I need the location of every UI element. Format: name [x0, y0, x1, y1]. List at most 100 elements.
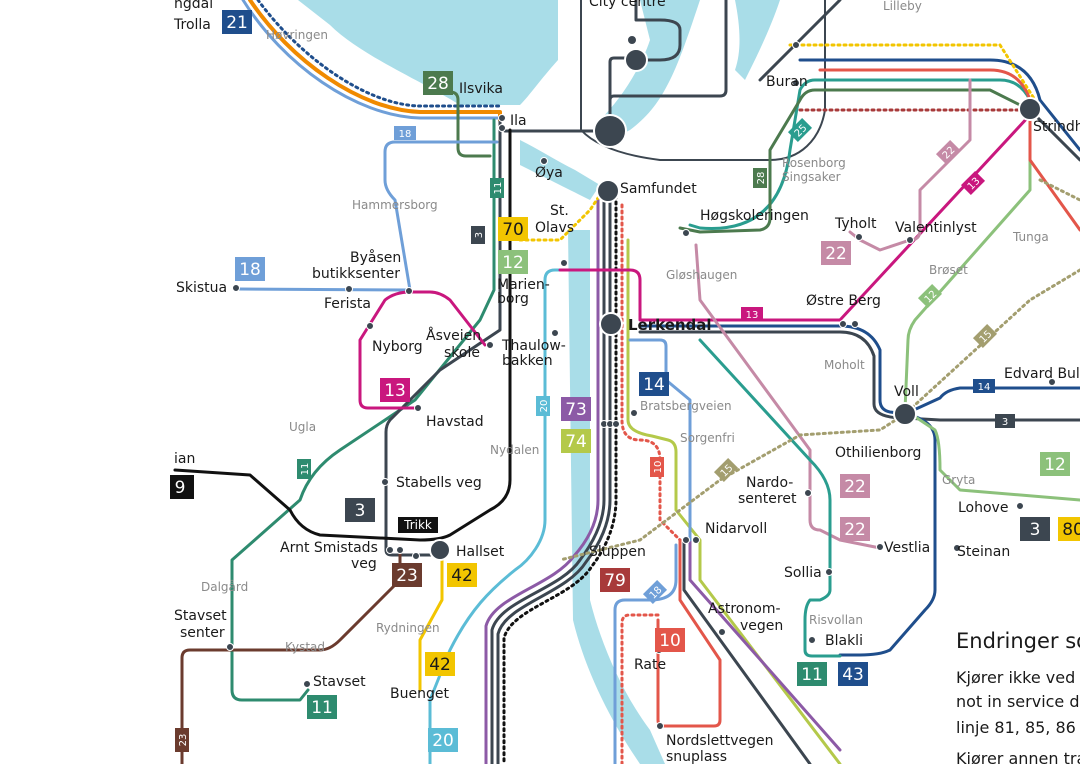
badge-13: 13 [380, 378, 410, 402]
label-nordslettvegen: Nordslettvegen [666, 733, 773, 749]
badge-23: 23 [392, 563, 422, 587]
hub-city-centre-2 [624, 48, 648, 72]
label-buenget: Buenget [390, 686, 449, 702]
notice-panel: Endringer so Kjører ikke ved s not in se… [945, 612, 1080, 764]
label-ila: Ila [510, 113, 527, 129]
svg-text:22: 22 [844, 520, 866, 540]
tag-12: 12 [917, 283, 943, 309]
tag-3: 3 [471, 226, 485, 244]
route-dark-strind [1028, 108, 1080, 162]
route-teal-strind [688, 78, 1032, 231]
label-risvollan: Risvollan [809, 613, 863, 627]
tag-15b: 15 [713, 457, 739, 483]
label-rosenborg: Rosenborg [782, 156, 846, 170]
badge-12: 12 [498, 250, 528, 274]
stop-labels: ngdal Trolla Høvringen Ilsvika Ila City … [173, 0, 1080, 764]
badge-22-othilienborg: 22 [840, 474, 870, 498]
hub-samfundet [596, 179, 620, 203]
svg-text:74: 74 [565, 432, 587, 452]
stop-dots [226, 41, 1056, 730]
label-stavset-senter-2: senter [180, 625, 225, 641]
svg-text:42: 42 [451, 566, 473, 586]
route-dark-se [682, 538, 812, 764]
tag-20: 20 [536, 396, 550, 416]
route-navy-voll [638, 324, 907, 416]
label-trolla: Trolla [173, 17, 211, 33]
hub-hallset [429, 539, 451, 561]
label-ferista: Ferista [324, 296, 371, 312]
label-lerkendal: Lerkendal [628, 316, 712, 334]
svg-text:80: 80 [1062, 520, 1080, 540]
label-lilleby: Lilleby [883, 0, 922, 13]
tag-13a: 13 [960, 170, 986, 196]
tag-3b: 3 [995, 414, 1015, 428]
badge-22-vestlia: 22 [840, 517, 870, 541]
label-othilienborg: Othilienborg [835, 445, 921, 461]
svg-text:3: 3 [474, 232, 485, 238]
badge-10: 10 [655, 628, 685, 652]
badge-trikk: Trikk [398, 517, 438, 533]
route-dark-3 [384, 118, 502, 557]
svg-text:21: 21 [226, 13, 248, 33]
svg-text:14: 14 [978, 382, 991, 393]
label-buran: Buran [766, 74, 808, 90]
svg-text:10: 10 [653, 461, 664, 474]
label-voll: Voll [894, 384, 919, 400]
svg-text:70: 70 [502, 220, 524, 240]
label-tyholt: Tyholt [834, 216, 877, 232]
label-moholt: Moholt [824, 358, 865, 372]
svg-text:22: 22 [825, 244, 847, 264]
route-badges: 21 28 70 12 18 22 14 13 73 74 12 22 22 3… [170, 10, 1080, 752]
label-singsaker: Singsaker [782, 170, 841, 184]
svg-text:14: 14 [643, 375, 665, 395]
badge-9: 9 [170, 475, 194, 499]
label-st: St. [550, 203, 569, 219]
route-green-sollia [698, 338, 842, 658]
label-hovringen: Høvringen [266, 28, 328, 42]
notice-title: Endringer so [956, 629, 1080, 653]
label-rydningen: Rydningen [376, 621, 440, 635]
trunk-lime [626, 238, 842, 764]
trunk-dark-1 [490, 188, 606, 764]
tag-10: 10 [650, 457, 664, 477]
route-blue-18-south [613, 543, 678, 764]
svg-text:20: 20 [539, 400, 550, 413]
label-lohove: Lohove [958, 500, 1008, 516]
label-ugla: Ugla [289, 420, 316, 434]
hub-lerkendal [599, 312, 623, 336]
svg-text:Trikk: Trikk [403, 518, 432, 532]
label-samfundet: Samfundet [620, 181, 697, 197]
badge-70: 70 [498, 217, 528, 241]
svg-text:12: 12 [1044, 455, 1066, 475]
badge-20: 20 [428, 728, 458, 752]
svg-text:12: 12 [502, 253, 524, 273]
water [298, 0, 780, 764]
route-purple-se [688, 538, 842, 752]
label-snuplass: snuplass [666, 749, 727, 764]
route-navy-14 [628, 338, 692, 542]
tag-11: 11 [490, 178, 504, 198]
svg-text:28: 28 [427, 74, 449, 94]
tag-14: 14 [973, 379, 995, 393]
tag-22: 22 [935, 139, 961, 165]
route-black-trikk [173, 128, 512, 542]
label-skole: skole [444, 345, 480, 361]
route-magenta-east [558, 113, 1032, 322]
label-marien: Marien- [497, 277, 550, 293]
badge-11-blakli: 11 [797, 662, 827, 686]
route-navy-strind [798, 58, 1080, 152]
badge-43: 43 [838, 662, 868, 686]
svg-text:11: 11 [493, 182, 504, 195]
notice-line-2: not in service du [956, 692, 1080, 711]
route-skyblue-20 [428, 328, 547, 764]
label-vestlia: Vestlia [884, 540, 930, 556]
badge-42-buenget: 42 [425, 652, 455, 676]
label-veg: veg [351, 556, 377, 572]
svg-text:18: 18 [399, 129, 412, 140]
label-nydalen: Nydalen [490, 443, 539, 457]
svg-text:10: 10 [659, 631, 681, 651]
label-hogskoleringen: Høgskoleringen [700, 208, 809, 224]
svg-text:73: 73 [565, 400, 587, 420]
badge-18: 18 [235, 257, 265, 281]
